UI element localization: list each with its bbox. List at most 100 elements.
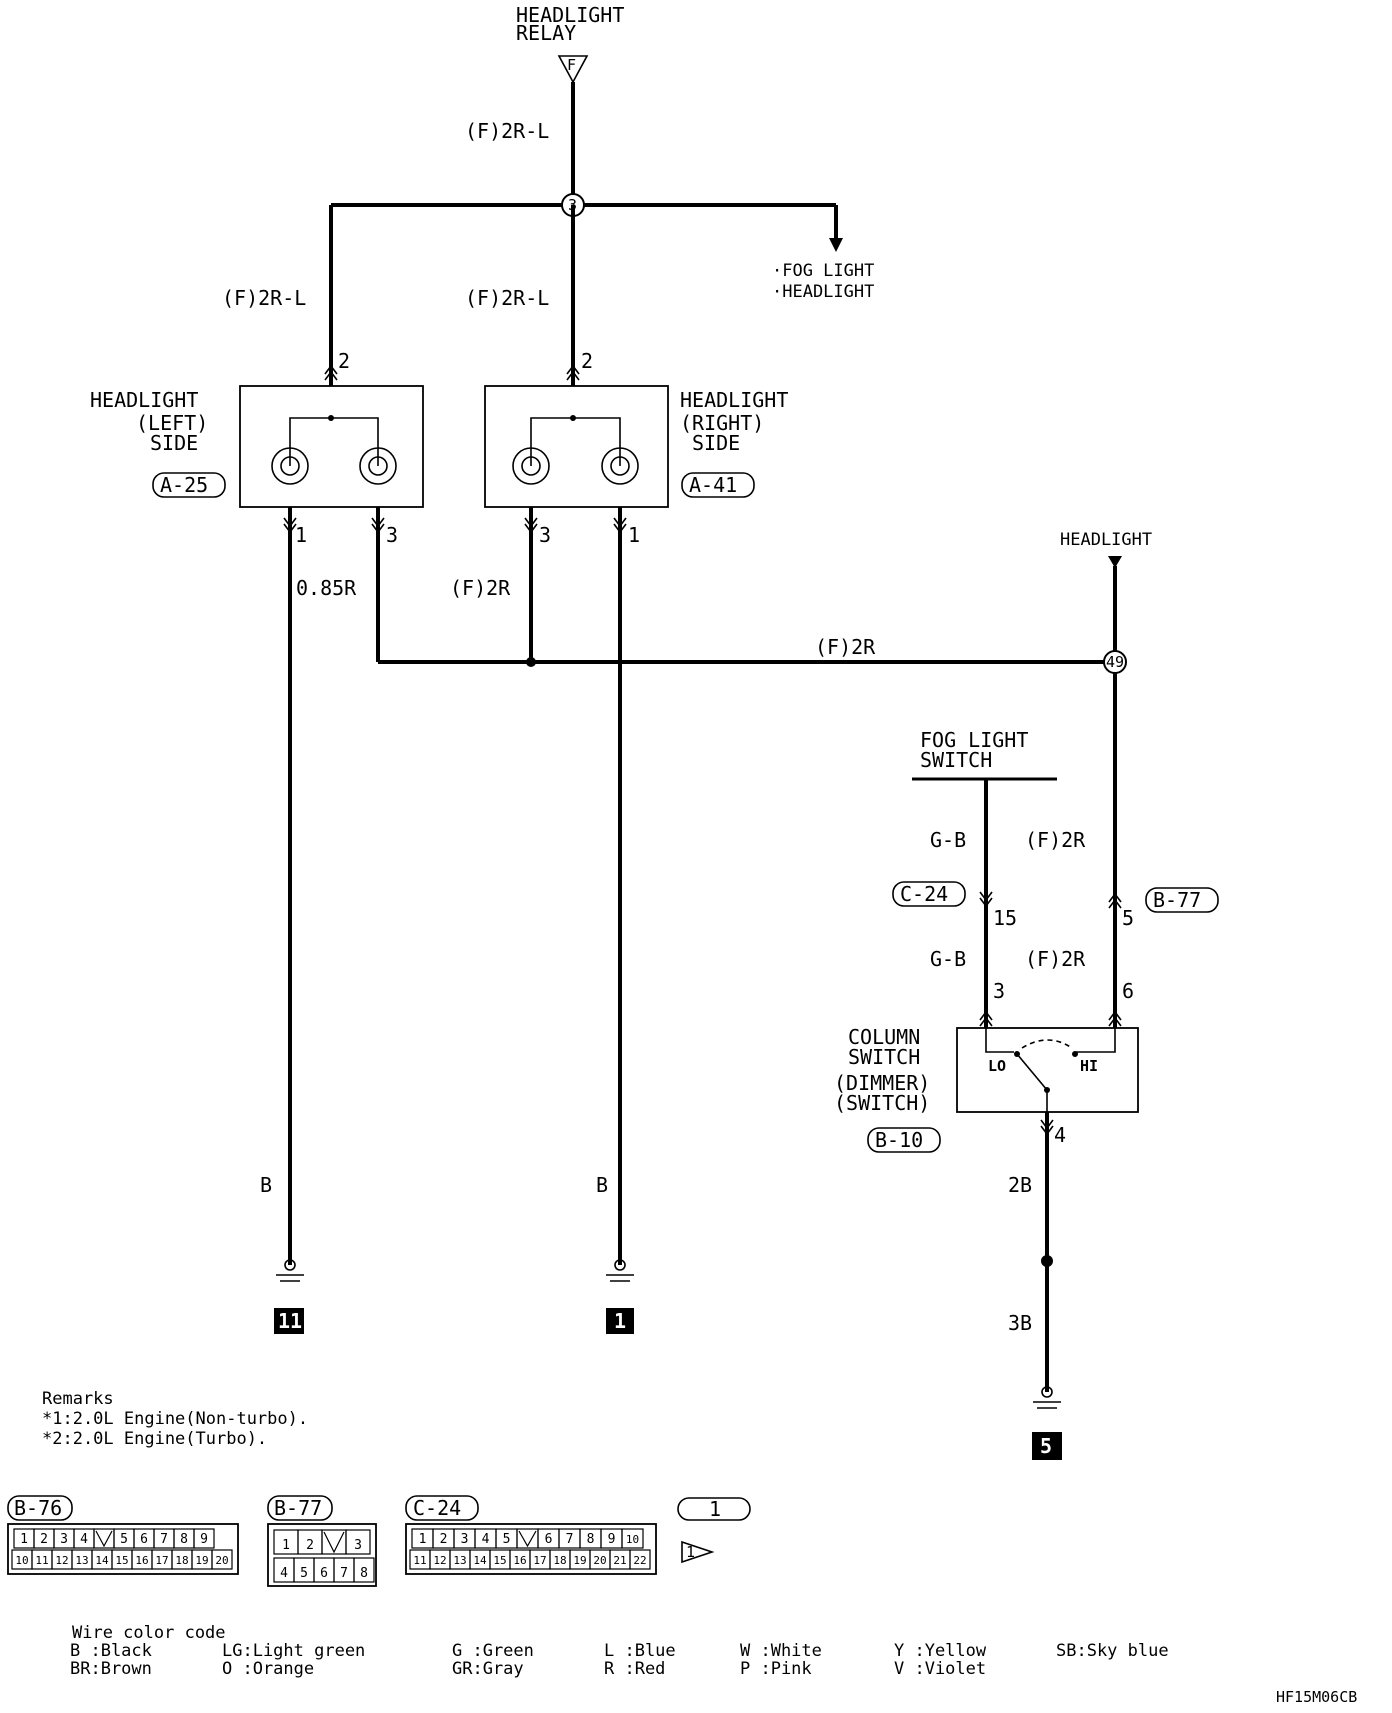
pin-arrow-icon	[613, 517, 627, 528]
column-switch: COLUMN SWITCH (DIMMER) (SWITCH) B-10 LO …	[834, 1025, 1139, 1153]
headlight-right-box	[484, 385, 669, 508]
bulb-filament-icon	[368, 456, 388, 476]
c24-pin-number: 21	[613, 1554, 626, 1567]
c24-pin-number: 16	[513, 1554, 526, 1567]
headlight-right-line1: HEADLIGHT	[680, 388, 788, 412]
right-pin-1: 1	[628, 523, 640, 547]
c24-pin-number: 13	[453, 1554, 466, 1567]
internal-wire	[289, 417, 379, 466]
connector-c24-label: C-24	[413, 1496, 461, 1520]
pin-arrow-icon	[979, 1010, 993, 1021]
connector-pin-cell	[353, 1557, 375, 1583]
b76-pin-number: 16	[135, 1554, 148, 1567]
pin-arrow-icon	[283, 517, 297, 528]
pin-arrow-icon	[1040, 1125, 1054, 1136]
connector-badge	[677, 1497, 751, 1521]
b77-pin-number: 6	[320, 1566, 328, 1581]
ground-number: 1	[614, 1309, 626, 1333]
switch-lo-label: LO	[988, 1057, 1006, 1075]
fog-switch-line1: FOG LIGHT	[920, 728, 1028, 752]
fog-f2r-upper: (F)2R	[1025, 828, 1086, 852]
b77-pin-number: 2	[306, 1538, 314, 1553]
b76-pin-number: 3	[60, 1532, 68, 1547]
fog-output-line2: ·HEADLIGHT	[772, 282, 874, 302]
pin-arrow-icon	[1108, 892, 1122, 903]
fog-gb-lower: G-B	[930, 947, 966, 971]
headlight-left-connector: A-25	[160, 473, 208, 497]
relay-wire-label: (F)2R-L	[465, 119, 549, 143]
connector-badge	[267, 1495, 333, 1521]
headlight-relay: HEADLIGHT RELAY F (F)2R-L	[465, 3, 624, 143]
bulb-filament-icon	[610, 456, 630, 476]
arrow-down-icon	[829, 238, 843, 252]
c24-pin-number: 11	[413, 1554, 426, 1567]
ground-1: 1	[606, 1259, 634, 1334]
diagram-code: HF15M06CB	[1276, 1688, 1357, 1706]
column-switch-line4: (SWITCH)	[834, 1091, 930, 1115]
wire-color-code: Wire color code B :Black LG:Light green …	[70, 1623, 1169, 1679]
connector-badge	[892, 881, 966, 907]
c24-pin-number: 20	[593, 1554, 606, 1567]
c24-pin-number: 1	[419, 1532, 427, 1547]
ground-number-badge	[606, 1308, 634, 1334]
b76-pin-number: 6	[140, 1532, 148, 1547]
switch-blade	[1016, 1053, 1048, 1091]
relay-terminal-triangle	[557, 55, 589, 84]
remarks-line1: *1:2.0L Engine(Non-turbo).	[42, 1409, 308, 1429]
pin-arrow-icon	[979, 891, 993, 902]
connector-one-label: 1	[709, 1497, 721, 1521]
ground-number: 11	[278, 1309, 302, 1333]
color-code-entry: Y :Yellow	[894, 1641, 987, 1661]
left-pin-3: 3	[386, 523, 398, 547]
c24-pin-number: 12	[433, 1554, 446, 1567]
b76-pin-number: 13	[75, 1554, 88, 1567]
ground-terminal-icon	[614, 1259, 626, 1271]
ground-number: 5	[1040, 1434, 1052, 1458]
headlight-right-line2: (RIGHT)	[680, 411, 764, 435]
fog-pin-3: 3	[993, 979, 1005, 1003]
pin-arrow-icon	[371, 523, 385, 534]
junction-dot	[526, 657, 536, 667]
connector-pin-cell	[345, 1529, 371, 1555]
color-code-entry: SB:Sky blue	[1056, 1641, 1169, 1661]
right-pin-3: 3	[539, 523, 551, 547]
right-branch-wire-label: (F)2R-L	[465, 286, 549, 310]
column-switch-line3: (DIMMER)	[834, 1071, 930, 1095]
color-code-title: Wire color code	[72, 1623, 226, 1643]
pin-arrow-icon	[1040, 1119, 1054, 1130]
c24-pin-number: 3	[461, 1532, 469, 1547]
pin-arrow-icon	[524, 523, 538, 534]
b77-pin-number: 5	[300, 1566, 308, 1581]
connector-b77-label: B-77	[274, 1496, 322, 1520]
fog-switch-line2: SWITCH	[920, 748, 992, 772]
fog-pin-6: 6	[1122, 979, 1134, 1003]
bulb-filament-icon	[521, 456, 541, 476]
b77-pin-number: 1	[282, 1538, 290, 1553]
connector-badge	[405, 1495, 479, 1521]
relay-title-line2: RELAY	[516, 21, 576, 45]
c24-pin-number: 10	[626, 1533, 639, 1546]
connector-b76-outline	[7, 1523, 239, 1575]
column-wire-lower: 3B	[1008, 1311, 1032, 1335]
remarks-title: Remarks	[42, 1389, 114, 1409]
color-code-entry: B :Black	[70, 1641, 152, 1661]
c24-pin-number: 4	[482, 1532, 490, 1547]
connector-b76-label: B-76	[14, 1496, 62, 1520]
b76-pin-number: 11	[35, 1554, 48, 1567]
ground-terminal-icon	[284, 1259, 296, 1271]
b76-pin-number: 9	[200, 1532, 208, 1547]
c24-pin-number: 6	[545, 1532, 553, 1547]
b76-pin-number: 4	[80, 1532, 88, 1547]
pin-arrow-icon	[1108, 898, 1122, 909]
connector-b77-outline	[267, 1523, 377, 1587]
bulb-icon	[512, 447, 550, 485]
b76-pin-number: 10	[15, 1554, 28, 1567]
left-branch-wire-label: (F)2R-L	[222, 286, 306, 310]
c24-pin-number: 22	[633, 1554, 646, 1567]
connector-one-symbol: 1	[686, 1543, 695, 1561]
ground-number-badge	[1032, 1432, 1062, 1460]
c24-pin-number: 15	[493, 1554, 506, 1567]
connector-badge	[152, 472, 226, 498]
